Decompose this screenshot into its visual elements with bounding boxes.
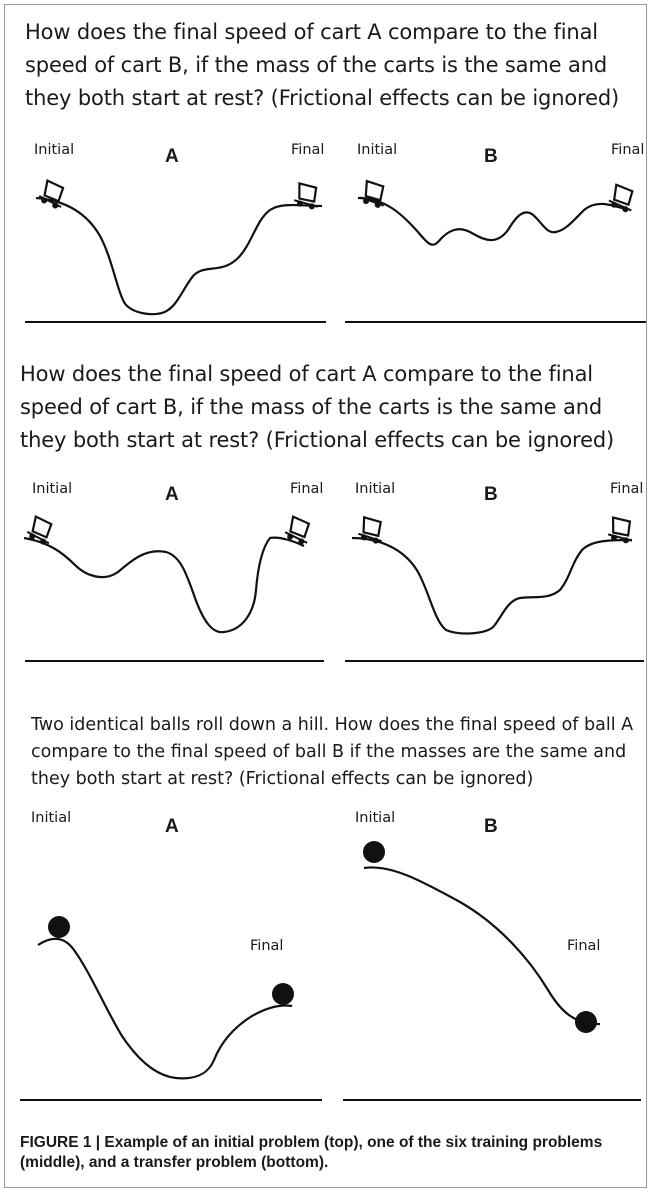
problem3-a-letter: A: [165, 816, 179, 837]
problem2-a-initial-label: Initial: [32, 481, 73, 497]
problem2-b-initial-label: Initial: [355, 481, 396, 497]
problem3-a-final-label: Final: [250, 938, 284, 954]
problem3-question: Two identical balls roll down a hill. Ho…: [31, 715, 634, 789]
problem3-b-ball-icon-final: [575, 1011, 597, 1033]
problem1-a-track: [35, 196, 323, 316]
figure-caption: FIGURE 1 | Example of an initial problem…: [20, 1134, 603, 1171]
problem1-question: How does the final speed of cart A compa…: [25, 20, 620, 110]
problem1-a-final-label: Final: [291, 142, 325, 158]
problem1-a-initial-label: Initial: [34, 142, 75, 158]
problem2-a-track: [23, 536, 305, 634]
problem1-a-cart-icon: [36, 178, 68, 212]
problem3-b-letter: B: [484, 816, 498, 837]
problem3-b-initial-label: Initial: [355, 810, 396, 826]
problem3-a-ball-icon-final: [272, 983, 294, 1005]
problem2-b-letter: B: [484, 484, 498, 505]
problem2-a-final-label: Final: [290, 481, 324, 497]
problem1-b-cart-icon: [358, 179, 388, 210]
problem3-a-track: [37, 937, 293, 1080]
problem1-b-letter: B: [484, 146, 498, 167]
problem3-a-initial-label: Initial: [31, 810, 72, 826]
problem2-b-final-label: Final: [610, 481, 644, 497]
problem2-b-track: [351, 536, 633, 635]
problem3-a-ball-icon: [48, 916, 70, 938]
problem2-question: How does the final speed of cart A compa…: [20, 362, 615, 452]
problem1-b-track: [357, 196, 629, 246]
problem3-b-track: [363, 866, 601, 1026]
problem1-b-final-label: Final: [611, 142, 645, 158]
problem2-a-cart-icon-final: [282, 514, 314, 547]
figure-frame: [4, 4, 647, 1188]
problem3-b-ball-icon: [363, 841, 385, 863]
problem1-b-initial-label: Initial: [357, 142, 398, 158]
problem3-b-final-label: Final: [567, 938, 601, 954]
problem2-a-letter: A: [165, 484, 179, 505]
problem1-a-letter: A: [165, 146, 179, 167]
